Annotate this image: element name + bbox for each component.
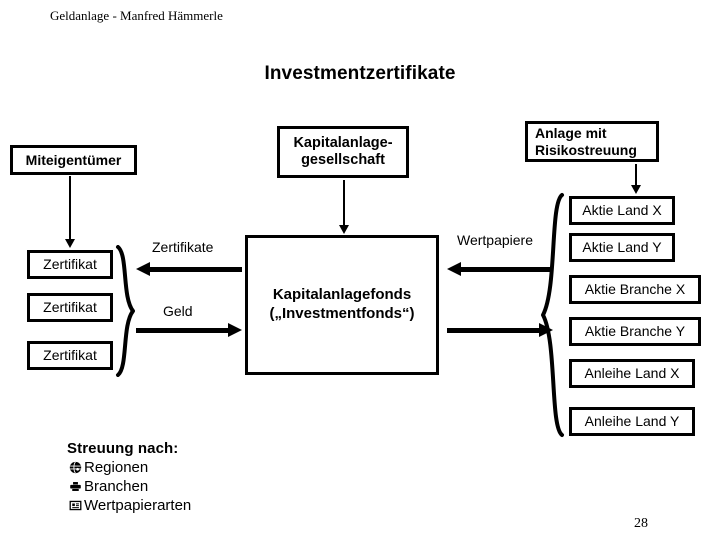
arrow-shaft <box>69 176 71 239</box>
arrow-geld-right <box>136 322 242 338</box>
brace-certificates <box>114 245 138 377</box>
arrow-shaft <box>136 327 230 333</box>
slide-header: Geldanlage - Manfred Hämmerle <box>50 8 223 23</box>
node-kag-label-line2: gesellschaft <box>301 152 385 168</box>
node-miteigentuemer: Miteigentümer <box>10 145 137 175</box>
page-title: Investmentzertifikate <box>264 63 456 84</box>
arrow-shaft <box>447 327 541 333</box>
node-kapitalanlagegesellschaft: Kapitalanlage- gesellschaft <box>277 126 409 178</box>
security-label: Aktie Land Y <box>582 239 662 256</box>
flow-label-zertifikate: Zertifikate <box>152 239 214 255</box>
list-item-security: Aktie Branche X <box>569 275 701 304</box>
factory-icon <box>67 479 83 495</box>
zertifikat-label: Zertifikat <box>43 299 97 316</box>
legend-label: Wertpapierarten <box>84 497 192 514</box>
legend-item-regionen: Regionen <box>67 458 191 477</box>
legend: Streuung nach: Regionen Branch <box>67 440 191 515</box>
zertifikat-label: Zertifikat <box>43 256 97 273</box>
node-anlage-text: Anlage mit Risikostreuung <box>535 125 637 158</box>
node-anlage-label-line2: Risikostreuung <box>535 141 637 158</box>
node-kapitalanlagefonds: Kapitalanlagefonds („Investmentfonds“) <box>245 235 439 375</box>
arrow-shaft <box>343 180 345 225</box>
node-anlage-label-line1: Anlage mit <box>535 124 607 141</box>
arrow-kag-down <box>337 180 351 234</box>
list-item-zertifikat: Zertifikat <box>27 293 113 322</box>
security-label: Aktie Land X <box>582 202 662 219</box>
arrow-head-down-icon <box>339 225 349 234</box>
arrow-shaft <box>148 266 242 272</box>
flow-label-wertpapiere: Wertpapiere <box>457 232 534 248</box>
node-anlage-risikostreuung: Anlage mit Risikostreuung <box>525 121 659 162</box>
list-item-security: Anleihe Land X <box>569 359 695 388</box>
node-fonds-text: Kapitalanlagefonds („Investmentfonds“) <box>269 286 414 324</box>
arrow-anlage-down <box>629 164 643 194</box>
legend-item-wertpapierarten: Wertpapierarten <box>67 496 191 515</box>
globe-icon <box>67 460 83 476</box>
security-label: Aktie Branche X <box>584 281 686 298</box>
page-number: 28 <box>634 516 648 531</box>
document-icon <box>67 498 83 514</box>
security-label: Anleihe Land X <box>584 365 680 382</box>
list-item-zertifikat: Zertifikat <box>27 341 113 370</box>
node-miteigentuemer-label: Miteigentümer <box>25 151 122 168</box>
legend-label: Regionen <box>84 459 149 476</box>
legend-label: Branchen <box>84 478 149 495</box>
list-item-security: Aktie Branche Y <box>569 317 701 346</box>
arrow-wertpapiere-left <box>447 261 553 277</box>
arrow-head-down-icon <box>631 185 641 194</box>
legend-item-branchen: Branchen <box>67 477 191 496</box>
list-item-security: Aktie Land Y <box>569 233 675 262</box>
arrow-shaft <box>459 266 553 272</box>
arrow-shaft <box>635 164 637 185</box>
list-item-zertifikat: Zertifikat <box>27 250 113 279</box>
list-item-security: Aktie Land X <box>569 196 675 225</box>
flow-label-geld: Geld <box>163 303 193 319</box>
brace-securities <box>538 192 566 438</box>
brace-right-facing-icon <box>116 245 135 377</box>
arrow-head-left-icon <box>447 262 461 276</box>
zertifikat-label: Zertifikat <box>43 347 97 364</box>
brace-left-facing-icon <box>541 193 564 437</box>
arrow-miteigentuemer-down <box>63 176 77 248</box>
node-fonds-label-line1: Kapitalanlagefonds <box>272 286 412 304</box>
security-label: Aktie Branche Y <box>584 323 686 340</box>
node-kag-label-line1: Kapitalanlage- <box>293 134 393 151</box>
list-item-security: Anleihe Land Y <box>569 407 695 436</box>
arrow-head-left-icon <box>136 262 150 276</box>
arrow-head-down-icon <box>65 239 75 248</box>
arrow-head-right-icon <box>228 323 242 337</box>
arrow-zertifikate-left <box>136 261 242 277</box>
legend-title: Streuung nach: <box>67 440 179 457</box>
security-label: Anleihe Land Y <box>584 413 680 430</box>
node-kag-text: Kapitalanlage- gesellschaft <box>293 135 392 169</box>
node-fonds-label-line2: („Investmentfonds“) <box>269 305 415 322</box>
